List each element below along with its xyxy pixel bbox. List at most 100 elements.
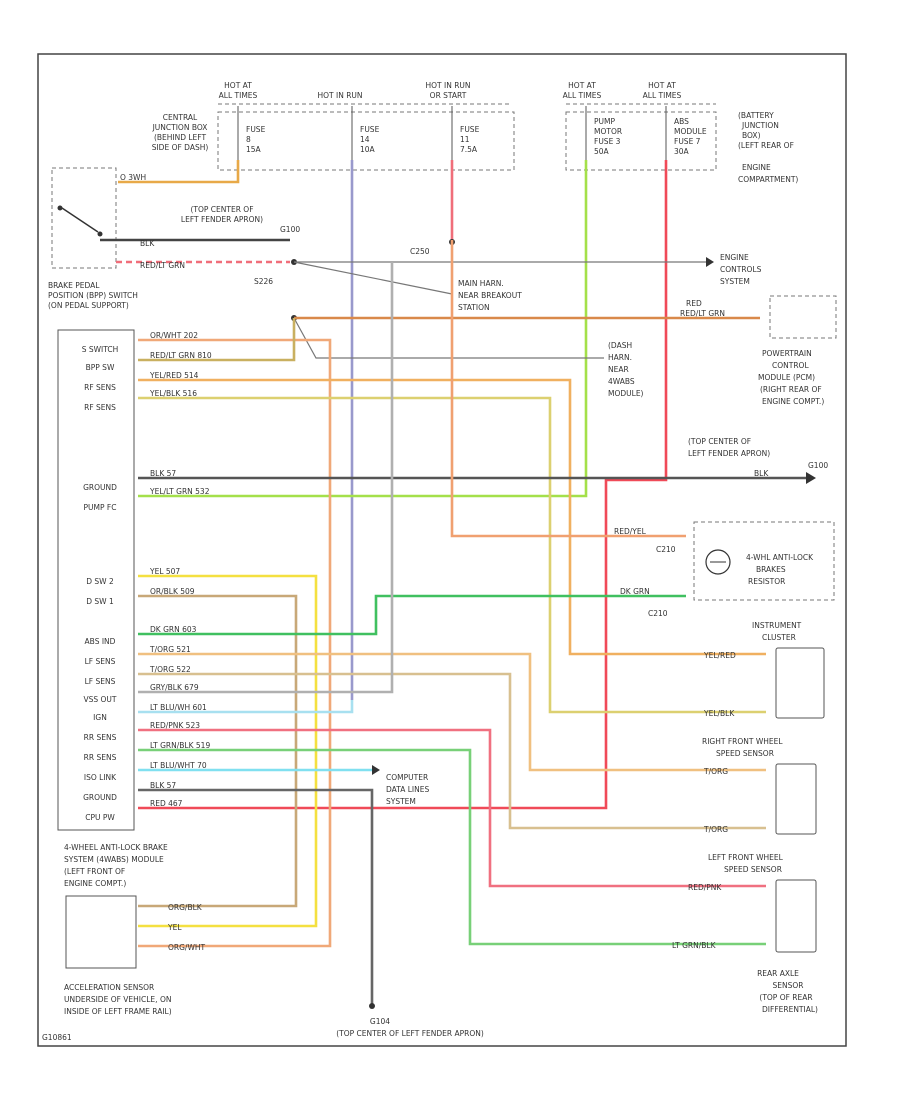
svg-text:(TOP OF REAR: (TOP OF REAR [759, 993, 812, 1002]
ground-g100-symbol [806, 472, 816, 484]
svg-text:UNDERSIDE OF VEHICLE, ON: UNDERSIDE OF VEHICLE, ON [64, 995, 171, 1004]
wire-ltblu [138, 700, 354, 714]
wire-label: RED/PNK 523 [150, 721, 200, 730]
pin-label: D SW 1 [86, 597, 114, 606]
svg-text:ENGINE: ENGINE [720, 253, 749, 262]
svg-text:FUSE: FUSE [360, 125, 380, 134]
svg-text:4-WHL ANTI-LOCK: 4-WHL ANTI-LOCK [746, 553, 814, 562]
wire-bpp-redlt-label: RED/LT GRN [140, 261, 185, 270]
svg-text:(TOP CENTER OF: (TOP CENTER OF [190, 205, 253, 214]
fuse-11: FUSE 11 7.5A [451, 106, 480, 160]
wire-pump-yelgrn [138, 160, 588, 498]
lf-sensor-box [775, 879, 817, 953]
rf-sensor-box [775, 763, 817, 835]
svg-text:LEFT FRONT WHEEL: LEFT FRONT WHEEL [708, 853, 784, 862]
svg-text:POSITION (BPP) SWITCH: POSITION (BPP) SWITCH [48, 291, 138, 300]
pin-label: ABS IND [85, 637, 116, 646]
resistor-label: 4-WHL ANTI-LOCK BRAKES RESISTOR [746, 553, 814, 586]
wire-blk-cpu [138, 788, 374, 1006]
svg-text:INSIDE OF LEFT FRAME RAIL): INSIDE OF LEFT FRAME RAIL) [64, 1007, 172, 1016]
wire-label: RED 467 [150, 799, 183, 808]
wire-label: LT GRN/BLK 519 [150, 741, 210, 750]
ic-wire-label2: YEL/BLK [703, 709, 735, 718]
wire-label: BLK 57 [150, 469, 176, 478]
dash-harness-label: (DASH HARN. NEAR 4WABS MODULE) [608, 341, 644, 398]
svg-text:50A: 50A [594, 147, 610, 156]
hot-source-5-line2: ALL TIMES [643, 91, 682, 100]
svg-text:SYSTEM: SYSTEM [386, 797, 416, 806]
wire-yelblk [138, 396, 766, 714]
wire-label: LT BLU/WH 601 [150, 703, 207, 712]
svg-text:DATA LINES: DATA LINES [386, 785, 429, 794]
fuse-14: FUSE 14 10A [351, 106, 380, 160]
pcm-label: POWERTRAIN CONTROL MODULE (PCM) (RIGHT R… [758, 349, 824, 406]
accel-sensor-box [65, 895, 137, 969]
pcm-wire-label2: RED/LT GRN [680, 309, 725, 318]
battery-junction-box-outline [565, 111, 717, 171]
svg-text:SPEED SENSOR: SPEED SENSOR [724, 865, 782, 874]
brake-switch-box [51, 167, 117, 269]
svg-text:MODULE (PCM): MODULE (PCM) [758, 373, 815, 382]
main-harness-label: MAIN HARN. NEAR BREAKOUT STATION [458, 279, 522, 312]
wire-label: YEL/BLK 516 [149, 389, 197, 398]
accel-sensor-label: ACCELERATION SENSOR UNDERSIDE OF VEHICLE… [64, 983, 172, 1016]
splice-s226-label: S226 [254, 277, 273, 286]
svg-text:ENGINE: ENGINE [742, 163, 771, 172]
svg-text:SPEED SENSOR: SPEED SENSOR [716, 749, 774, 758]
svg-text:CONTROLS: CONTROLS [720, 265, 762, 274]
svg-text:BOX): BOX) [742, 131, 761, 140]
pin-label: PUMP FC [84, 503, 117, 512]
wire-label: OR/WHT 202 [150, 331, 198, 340]
instrument-cluster-label: INSTRUMENT CLUSTER [752, 621, 802, 642]
hot-source-4-line2: ALL TIMES [563, 91, 602, 100]
wire-abs-red [138, 160, 668, 810]
pin-label: S SWITCH [82, 345, 119, 354]
svg-text:15A: 15A [246, 145, 262, 154]
svg-text:INSTRUMENT: INSTRUMENT [752, 621, 802, 630]
rear-axle-label: REAR AXLE SENSOR (TOP OF REAR DIFFERENTI… [757, 969, 818, 1014]
wire-redpnk [138, 728, 766, 888]
central-junction-box-outline [217, 111, 515, 171]
wire-fuse8-org [118, 160, 240, 184]
resistor-wire-label2: DK GRN [620, 587, 650, 596]
wire-label: BLK 57 [150, 781, 176, 790]
svg-text:G100: G100 [808, 461, 828, 470]
instrument-cluster-box [775, 647, 825, 719]
svg-text:ABS: ABS [674, 117, 689, 126]
svg-text:4-WHEEL ANTI-LOCK BRAKE: 4-WHEEL ANTI-LOCK BRAKE [64, 843, 168, 852]
connector-c210-bottom: C210 [648, 609, 668, 618]
pin-label: CPU PW [85, 813, 115, 822]
wire-bpp-blk-label: BLK [140, 239, 155, 248]
svg-text:LEFT FENDER APRON): LEFT FENDER APRON) [688, 449, 770, 458]
ic-wire-label1: YEL/RED [703, 651, 736, 660]
svg-text:MODULE): MODULE) [608, 389, 644, 398]
svg-text:G104: G104 [370, 1017, 390, 1026]
svg-text:COMPUTER: COMPUTER [386, 773, 428, 782]
svg-text:BRAKES: BRAKES [756, 565, 786, 574]
hot-source-5-line1: HOT AT [648, 81, 676, 90]
wire-label: YEL 507 [149, 567, 180, 576]
pin-label: VSS OUT [83, 695, 116, 704]
svg-text:ENGINE COMPT.): ENGINE COMPT.) [762, 397, 824, 406]
ground-label-top: (TOP CENTER OF LEFT FENDER APRON) G100 [181, 205, 300, 234]
hot-source-4-line1: HOT AT [568, 81, 596, 90]
svg-text:(DASH: (DASH [608, 341, 632, 350]
wire-tanblk [138, 672, 766, 830]
pcm-box [769, 295, 837, 339]
svg-text:(LEFT REAR OF: (LEFT REAR OF [738, 141, 794, 150]
svg-text:MOTOR: MOTOR [594, 127, 622, 136]
wire-label: OR/BLK 509 [150, 587, 195, 596]
ground-blk-right-label: BLK [754, 469, 769, 478]
wire-gryblk [138, 262, 394, 694]
svg-text:ENGINE COMPT.): ENGINE COMPT.) [64, 879, 126, 888]
rf-wire-label1: T/ORG [703, 767, 728, 776]
rf-sensor-label: RIGHT FRONT WHEEL SPEED SENSOR [702, 737, 783, 758]
pin-label: ISO LINK [84, 773, 117, 782]
resistor-symbol [705, 549, 731, 575]
svg-text:COMPARTMENT): COMPARTMENT) [738, 175, 798, 184]
pin-label: RF SENS [84, 403, 116, 412]
svg-text:(LEFT FRONT OF: (LEFT FRONT OF [64, 867, 125, 876]
svg-text:11: 11 [460, 135, 470, 144]
rf-wire-label2: T/ORG [703, 825, 728, 834]
